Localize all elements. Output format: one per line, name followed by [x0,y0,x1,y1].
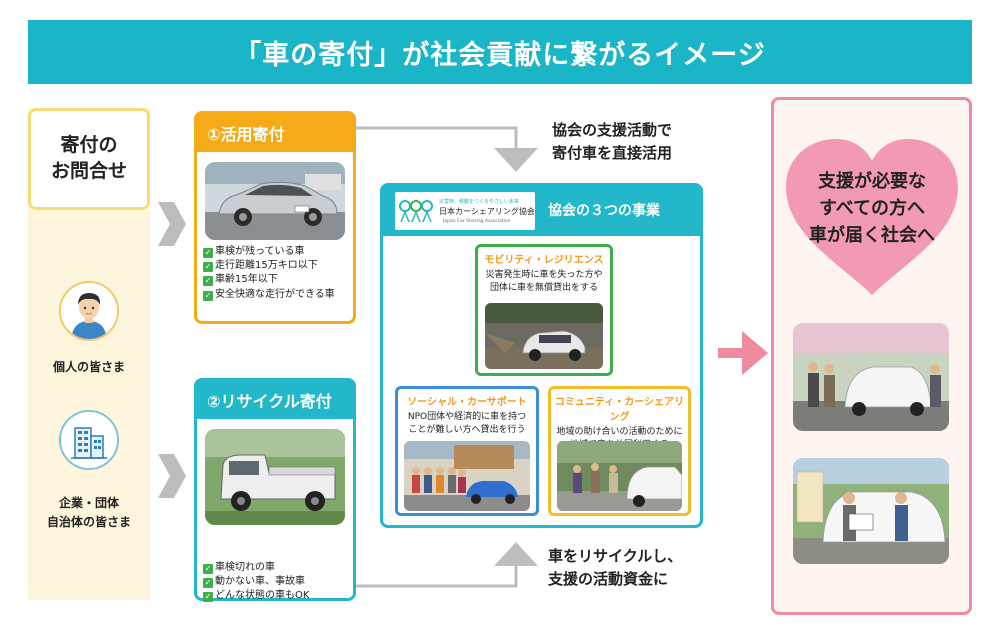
goal-photo-group [793,323,949,431]
flooded-car-photo [485,303,603,369]
checkmark-icon: ✓ [203,578,213,589]
checkmark-icon: ✓ [203,248,213,258]
chevron-right-icon [158,202,186,246]
checkmark-icon: ✓ [203,276,213,287]
svg-text:Japan Car Sharing Association: Japan Car Sharing Association [442,218,511,224]
corporate-label: 企業・団体 自治体の皆さま [28,494,150,531]
community-photo [557,441,682,511]
list-item: ✓走行距離15万キロ以下 [203,260,318,273]
chevron-right-icon [158,454,186,498]
person-icon [59,281,119,341]
goal-photo-handover [793,458,949,564]
list-item: ✓車齢15年以下 [203,274,278,287]
individual-label: 個人の皆さま [52,360,125,374]
requirements-list: ✓車検が残っている車 ✓走行距離15万キロ以下 ✓車齢15年以下 ✓安全快適な走… [197,245,353,302]
card-title: ①活用寄付 [197,114,353,152]
association-title: 協会の３つの事業 [548,203,660,219]
card-title: ②リサイクル寄付 [197,381,353,419]
association-header: 災害時、移動をつくるやさしい未来 日本カーシェアリング協会 Japan Car … [383,186,700,236]
list-item: ✓車検が残っている車 [203,246,305,258]
inquiry-line1: 寄付の [60,134,118,157]
biz-desc: 災害発生時に車を失った方や 団体に車を無償貸出をする [485,270,603,293]
requirements-list: ✓車検切れの車 ✓動かない車、事故車 ✓どんな状態の車もOK [197,561,353,604]
flow-caption-top: 協会の支援活動で 寄付車を直接活用 [552,121,673,163]
arrow-right-icon [718,331,768,375]
checkmark-icon: ✓ [203,592,213,603]
flow-caption-bottom: 車をリサイクルし、 支援の活動資金に [548,547,683,589]
utilization-donation-card: ①活用寄付 ✓車検が残っている車 ✓走行距離15万キロ以下 ✓車齢15年以下 ✓… [194,111,356,324]
checkmark-icon: ✓ [203,262,213,273]
biz-desc: NPO団体や経済的に車を持つ ことが難しい方へ貸出を行う [407,412,527,435]
recycle-donation-card: ②リサイクル寄付 ✓車検切れの車 ✓動かない車、事故車 ✓どんな状態の車もOK [194,378,356,604]
page-title: 「車の寄付」が社会貢献に繋がるイメージ [28,20,972,84]
list-item: ✓動かない車、事故車 [203,576,305,589]
social-car-support-card: ソーシャル・カーサポート NPO団体や経済的に車を持つ ことが難しい方へ貸出を行… [395,386,539,516]
biz-title: モビリティ・レジリエンス [484,255,604,266]
list-item: ✓どんな状態の車もOK [203,590,310,603]
sedan-photo [205,162,345,240]
biz-title: コミュニティ・カーシェアリング [554,397,685,423]
list-item: ✓安全快適な走行ができる車 [203,288,335,301]
svg-text:災害時、移動をつくるやさしい未来: 災害時、移動をつくるやさしい未来 [439,198,519,205]
checkmark-icon: ✓ [203,290,213,301]
association-box: 災害時、移動をつくるやさしい未来 日本カーシェアリング協会 Japan Car … [380,183,703,528]
biz-title: ソーシャル・カーサポート [407,397,527,408]
truck-photo [205,429,345,525]
corporate-line2: 自治体の皆さま [46,514,131,529]
svg-text:日本カーシェアリング協会: 日本カーシェアリング協会 [439,206,535,216]
building-icon [59,410,119,470]
npo-group-photo [404,441,530,511]
flow-arrow-bottom [356,542,538,588]
inquiry-line2: お問合せ [50,160,127,182]
community-car-sharing-card: コミュニティ・カーシェアリング 地域の助け合いの活動のために 地域で車を共同利用… [548,386,691,516]
list-item: ✓車検切れの車 [203,562,275,574]
checkmark-icon: ✓ [203,564,213,574]
corporate-line1: 企業・団体 [58,496,119,510]
goal-message: 支援が必要な すべての方へ 車が届く社会へ [809,171,935,246]
association-logo: 災害時、移動をつくるやさしい未来 日本カーシェアリング協会 Japan Car … [395,192,535,230]
mobility-resilience-card: モビリティ・レジリエンス 災害発生時に車を失った方や 団体に車を無償貸出をする [475,244,613,376]
flow-arrow-top [356,126,538,172]
inquiry-box[interactable]: 寄付の お問合せ [28,108,150,210]
heart-icon [786,139,958,295]
